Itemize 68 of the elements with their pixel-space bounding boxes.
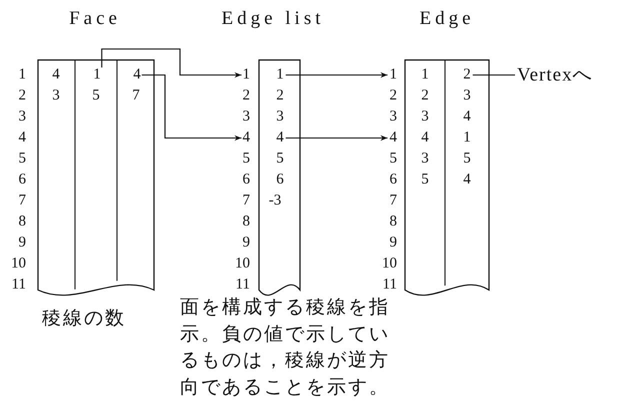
row-number: 7 (18, 194, 26, 208)
table-value: 1 (421, 68, 429, 82)
arrow (101, 48, 242, 78)
table-value: 3 (52, 88, 60, 104)
table-heading: Face (69, 8, 121, 30)
arrow (286, 135, 388, 141)
row-number: 11 (382, 278, 397, 292)
row-number: 7 (242, 194, 250, 208)
table-value: 4 (276, 130, 284, 146)
row-number: 6 (18, 172, 26, 188)
table-value: 5 (463, 152, 471, 166)
row-number: 8 (18, 214, 26, 230)
table-value: 3 (463, 88, 471, 104)
row-number: 1 (390, 68, 397, 82)
pointer-label: Vertexへ (517, 66, 593, 84)
table-value: 1 (463, 130, 471, 146)
table-value: 4 (463, 110, 471, 124)
caption-text: 稜線の数 (42, 306, 127, 331)
table-value: 4 (133, 68, 141, 82)
table-value: 5 (276, 152, 284, 166)
row-number: 3 (242, 110, 250, 124)
table-heading: Edge (419, 8, 475, 30)
row-number: 8 (242, 214, 250, 230)
row-number: 4 (18, 130, 26, 146)
row-number: 5 (390, 152, 397, 166)
row-number: 8 (390, 214, 397, 230)
table-value: -3 (268, 194, 282, 208)
row-number: 5 (18, 152, 26, 166)
row-number: 1 (242, 68, 250, 82)
arrow (286, 72, 388, 78)
table-value: 7 (132, 88, 140, 104)
table-value: 2 (276, 88, 284, 104)
row-number: 2 (242, 88, 250, 104)
table-value: 1 (276, 68, 284, 82)
row-number: 1 (18, 68, 26, 82)
row-number: 9 (242, 236, 250, 250)
table-value: 1 (93, 68, 101, 82)
table-value: 6 (276, 172, 284, 188)
row-number: 10 (235, 256, 250, 272)
row-number: 3 (18, 110, 26, 124)
table-value: 4 (463, 172, 471, 188)
row-number: 2 (18, 88, 26, 104)
row-number: 4 (390, 130, 397, 146)
row-number: 9 (18, 236, 26, 250)
caption-text: 面を構成する稜線を指示。負の値で示しているものは，稜線が逆方向であることを示す。 (180, 295, 391, 400)
table-heading: Edge list (221, 8, 325, 30)
table-value: 4 (421, 130, 429, 146)
row-number: 4 (242, 130, 250, 146)
row-number: 9 (390, 236, 397, 250)
table-value: 3 (421, 152, 429, 166)
row-number: 6 (242, 172, 250, 188)
row-number: 6 (390, 172, 397, 188)
table-value: 3 (276, 110, 284, 124)
row-number: 10 (382, 256, 397, 272)
row-number: 5 (242, 152, 250, 166)
arrow (142, 74, 242, 141)
table-value: 3 (421, 110, 429, 124)
table-value: 5 (92, 88, 100, 104)
table-value: 2 (421, 88, 429, 104)
row-number: 11 (236, 278, 250, 292)
table-value: 2 (463, 68, 471, 82)
table-value: 5 (421, 172, 429, 188)
row-number: 7 (390, 194, 397, 208)
row-number: 11 (12, 278, 26, 292)
row-number: 10 (11, 256, 26, 272)
table-value: 4 (52, 68, 60, 82)
row-number: 2 (390, 88, 397, 104)
row-number: 3 (390, 110, 397, 124)
